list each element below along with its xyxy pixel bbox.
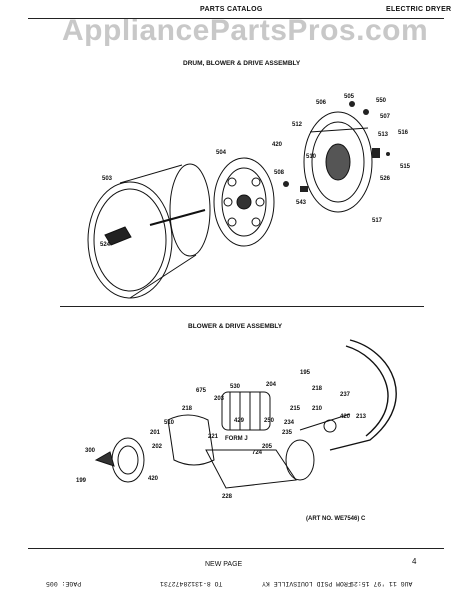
fax-to: TO 8-13128472731 xyxy=(160,580,223,587)
rear-plate-shape xyxy=(213,157,275,247)
catalog-header: PARTS CATALOG xyxy=(200,6,263,13)
watermark-text: AppliancePartsPros.com xyxy=(62,14,429,47)
svg-text:250: 250 xyxy=(264,418,275,424)
svg-text:516: 516 xyxy=(398,130,409,136)
svg-text:526: 526 xyxy=(380,176,391,182)
svg-text:237: 237 xyxy=(340,392,351,398)
new-page-label: NEW PAGE xyxy=(205,561,243,568)
svg-text:530: 530 xyxy=(230,384,241,390)
svg-text:205: 205 xyxy=(262,444,273,450)
page-number: 4 xyxy=(412,557,417,566)
product-header: ELECTRIC DRYER xyxy=(386,6,452,13)
svg-text:202: 202 xyxy=(152,444,163,450)
svg-text:213: 213 xyxy=(356,414,367,420)
fax-page: PAGE: 005 xyxy=(46,580,82,587)
svg-text:505: 505 xyxy=(344,94,355,100)
svg-text:508: 508 xyxy=(274,170,285,176)
belt-shape xyxy=(329,339,397,451)
bulkhead-shape xyxy=(303,111,373,213)
svg-text:510: 510 xyxy=(164,420,175,426)
svg-text:543: 543 xyxy=(296,200,307,206)
svg-text:724: 724 xyxy=(252,450,263,456)
svg-text:550: 550 xyxy=(376,98,387,104)
svg-text:517: 517 xyxy=(372,218,383,224)
fax-date: AUG 11 '97 15:29 xyxy=(350,580,413,587)
bottom-rule xyxy=(28,548,444,549)
drum-assembly-diagram: 505 506 550 507 512 513 516 515 526 510 … xyxy=(87,94,411,299)
svg-text:234: 234 xyxy=(284,420,295,426)
svg-text:506: 506 xyxy=(316,100,327,106)
motor-shape xyxy=(221,391,271,431)
svg-text:429: 429 xyxy=(234,418,245,424)
top-rule xyxy=(28,18,444,19)
svg-text:201: 201 xyxy=(150,430,161,436)
svg-text:503: 503 xyxy=(102,176,113,182)
svg-text:218: 218 xyxy=(182,406,193,412)
svg-text:204: 204 xyxy=(266,382,277,388)
svg-text:675: 675 xyxy=(196,388,207,394)
blower-housing-shape xyxy=(167,414,315,489)
svg-text:510: 510 xyxy=(306,154,317,160)
blower-assembly-diagram: 195 218 237 204 530 675 203 215 210 420 … xyxy=(76,339,397,500)
svg-text:221: 221 xyxy=(208,434,219,440)
svg-text:420: 420 xyxy=(340,414,351,420)
drum-part-labels: 505 506 550 507 512 513 516 515 526 510 … xyxy=(100,94,411,248)
svg-text:218: 218 xyxy=(312,386,323,392)
blower-part-labels: 195 218 237 204 530 675 203 215 210 420 … xyxy=(76,370,367,500)
drum-section-title: DRUM, BLOWER & DRIVE ASSEMBLY xyxy=(183,60,301,67)
drum-shape xyxy=(87,163,211,299)
svg-text:228: 228 xyxy=(222,494,233,500)
idler-shape xyxy=(299,413,351,433)
svg-text:420: 420 xyxy=(272,142,283,148)
svg-text:210: 210 xyxy=(312,406,323,412)
svg-text:195: 195 xyxy=(300,370,311,376)
svg-text:515: 515 xyxy=(400,164,411,170)
svg-text:524: 524 xyxy=(100,242,111,248)
svg-text:235: 235 xyxy=(282,430,293,436)
svg-text:215: 215 xyxy=(290,406,301,412)
fax-from: FROM PSID LOUISVILLE KY xyxy=(262,580,352,587)
impeller-shape xyxy=(94,437,145,483)
svg-text:300: 300 xyxy=(85,448,96,454)
svg-text:513: 513 xyxy=(378,132,389,138)
svg-text:504: 504 xyxy=(216,150,227,156)
small-parts-shapes xyxy=(283,101,390,192)
svg-text:203: 203 xyxy=(214,396,225,402)
svg-text:507: 507 xyxy=(380,114,391,120)
form-label: FORM J xyxy=(225,436,248,442)
svg-text:199: 199 xyxy=(76,478,87,484)
svg-text:420: 420 xyxy=(148,476,159,482)
mid-rule xyxy=(60,306,424,307)
svg-text:512: 512 xyxy=(292,122,303,128)
blower-section-title: BLOWER & DRIVE ASSEMBLY xyxy=(188,323,283,330)
art-number: (ART NO. WE7546) C xyxy=(306,516,366,522)
